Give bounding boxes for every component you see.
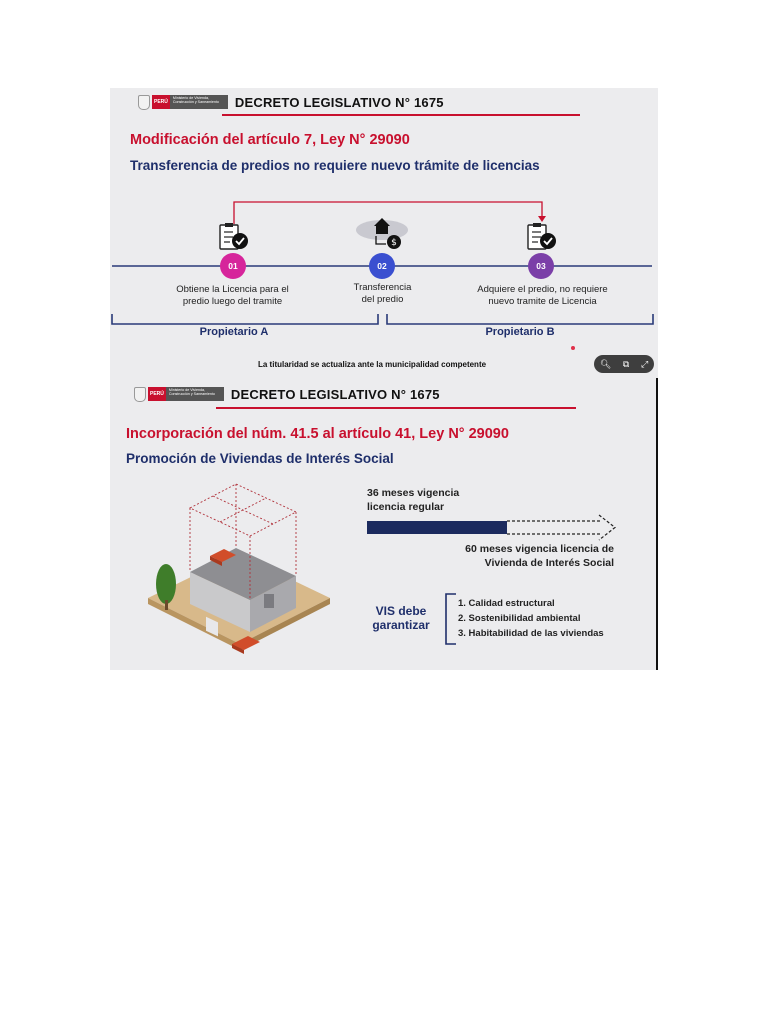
- zoom-icon[interactable]: 🔍︎: [599, 358, 612, 369]
- guarantee-list: 1. Calidad estructural 2. Sostenibilidad…: [458, 596, 604, 641]
- header-divider: [216, 407, 576, 409]
- ministry-logo: PERÚ Ministerio de Vivienda, Construcció…: [134, 386, 224, 402]
- logo-ministry: Ministerio de Vivienda, Construcción y S…: [165, 387, 224, 401]
- header-divider: [222, 114, 580, 116]
- open-external-icon[interactable]: ⧉: [622, 358, 630, 369]
- logo-country: PERÚ: [148, 387, 166, 401]
- slide-title: Incorporación del núm. 41.5 al artículo …: [126, 426, 509, 442]
- license-duration-bar: [367, 514, 616, 541]
- regular-license-bar: [367, 521, 507, 534]
- slide-subtitle: Transferencia de predios no requiere nue…: [130, 158, 540, 173]
- slide-header: PERÚ Ministerio de Vivienda, Construcció…: [134, 386, 440, 402]
- coat-of-arms-icon: [138, 94, 150, 110]
- step-01-circle: 01: [220, 253, 246, 279]
- decree-title: DECRETO LEGISLATIVO N° 1675: [234, 94, 444, 110]
- checklist-icon: [527, 223, 556, 250]
- svg-text:$: $: [391, 238, 397, 248]
- guarantee-item: 2. Sostenibilidad ambiental: [458, 613, 581, 624]
- footnote: La titularidad se actualiza ante la muni…: [258, 360, 487, 369]
- step-02-circle: 02: [369, 253, 395, 279]
- slide-subtitle: Promoción de Viviendas de Interés Social: [126, 451, 394, 466]
- slide-header: PERÚ Ministerio de Vivienda, Construcció…: [138, 94, 444, 110]
- decree-title: DECRETO LEGISLATIVO N° 1675: [230, 386, 440, 402]
- ministry-logo: PERÚ Ministerio de Vivienda, Construcció…: [138, 94, 228, 110]
- slide-vis: PERÚ Ministerio de Vivienda, Construcció…: [110, 378, 658, 670]
- fullscreen-icon[interactable]: ⤢: [640, 358, 649, 369]
- logo-country: PERÚ: [152, 95, 170, 109]
- slide-licencias: PERÚ Ministerio de Vivienda, Construcció…: [110, 88, 658, 378]
- logo-ministry: Ministerio de Vivienda, Construcción y S…: [169, 95, 228, 109]
- house-transfer-money-icon: $: [356, 218, 408, 249]
- owner-b-label: Propietario B: [485, 326, 555, 338]
- vis-license-arrow: [507, 514, 616, 541]
- owner-a-label: Propietario A: [199, 326, 269, 338]
- transfer-arrow: [111, 201, 654, 325]
- guarantee-bracket: [445, 593, 456, 645]
- guarantee-item: 1. Calidad estructural: [458, 598, 555, 609]
- house-construction-illustration: [148, 483, 330, 654]
- slide-title: Modificación del artículo 7, Ley N° 2909…: [130, 132, 410, 148]
- presentation-controls: 🔍︎ ⧉ ⤢: [594, 355, 654, 373]
- coat-of-arms-icon: [134, 386, 146, 402]
- laser-pointer-dot: [571, 346, 575, 350]
- guarantee-item: 3. Habitabilidad de las viviendas: [458, 628, 604, 639]
- step-03-circle: 03: [528, 253, 554, 279]
- checklist-icon: [219, 223, 248, 250]
